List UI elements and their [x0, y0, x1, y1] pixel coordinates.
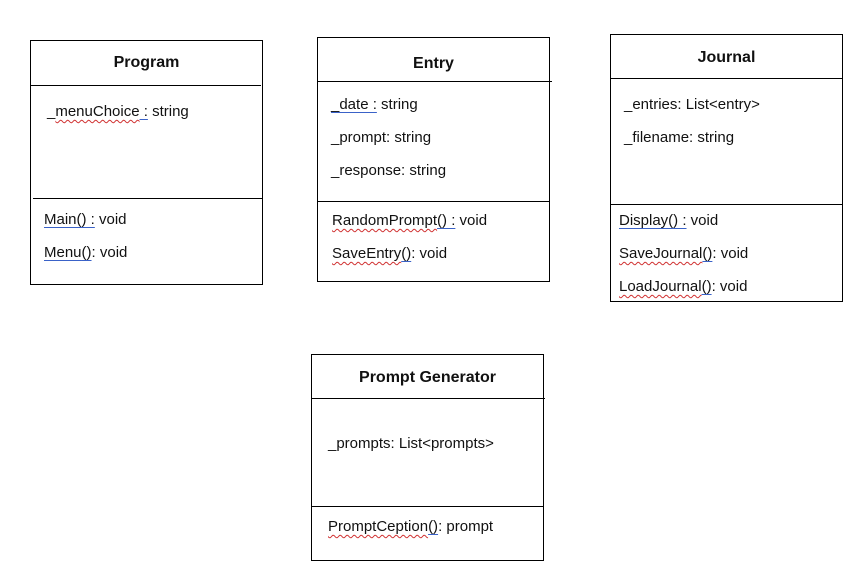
- method-prompt-ception: PromptCeption(): prompt: [328, 518, 494, 535]
- class-name-journal: Journal: [697, 49, 756, 66]
- method-menu: Menu(): void: [44, 244, 128, 261]
- method-save-journal: SaveJournal(): void: [619, 245, 749, 262]
- class-entry: Entry _date : string _prompt: string _re…: [317, 37, 552, 282]
- attribute-entries: _entries: List<entry>: [624, 96, 760, 113]
- class-entry-attr-divider: [318, 201, 549, 202]
- class-program: Program _menuChoice : string Main() : vo…: [30, 40, 263, 285]
- class-program-attr-divider: [33, 198, 262, 199]
- class-prompt-generator: Prompt Generator _prompts: List<prompts>…: [311, 354, 545, 561]
- class-entry-name-divider: [318, 81, 552, 82]
- class-journal-name-divider: [611, 78, 842, 79]
- attribute-prompt: _prompt: string: [331, 129, 432, 146]
- class-program-name-divider: [31, 85, 261, 86]
- method-random-prompt: RandomPrompt() : void: [332, 212, 488, 229]
- method-display: Display() : void: [619, 212, 719, 229]
- class-name-prompt-generator: Prompt Generator: [359, 369, 496, 386]
- class-journal: Journal _entries: List<entry> _filename:…: [610, 34, 843, 302]
- attribute-menu-choice: _menuChoice : string: [47, 103, 189, 120]
- attribute-prompts: _prompts: List<prompts>: [328, 435, 494, 452]
- method-load-journal: LoadJournal(): void: [619, 278, 748, 295]
- class-prompt-generator-name-divider: [312, 398, 545, 399]
- class-prompt-generator-attr-divider: [312, 506, 544, 507]
- class-journal-attr-divider: [611, 204, 842, 205]
- attribute-filename: _filename: string: [624, 129, 735, 146]
- method-main: Main() : void: [44, 211, 127, 228]
- attribute-response: _response: string: [331, 162, 447, 179]
- class-name-program: Program: [113, 54, 180, 71]
- method-save-entry: SaveEntry(): void: [332, 245, 448, 262]
- attribute-date: _date : string: [331, 96, 418, 113]
- class-name-entry: Entry: [413, 55, 454, 72]
